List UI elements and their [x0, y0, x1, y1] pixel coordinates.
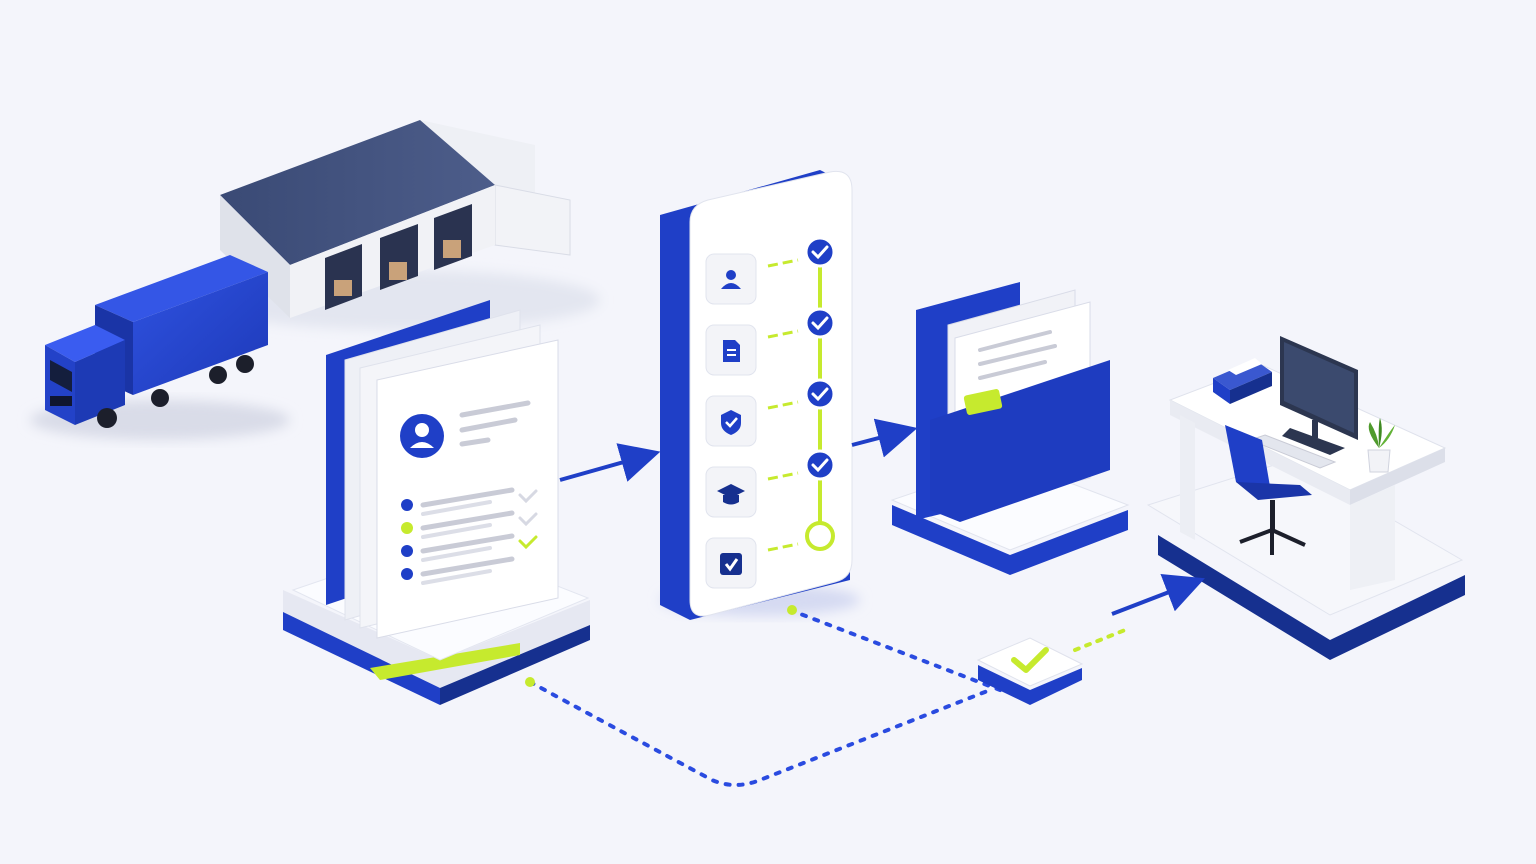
flow-arrow	[851, 418, 918, 458]
shield-check-icon	[721, 410, 741, 435]
plant-icon	[1367, 418, 1395, 473]
avatar-icon	[400, 414, 444, 458]
flow-arrow	[559, 443, 661, 482]
application-row	[401, 487, 538, 516]
warehouse-icon	[200, 120, 600, 330]
dashed-connector	[525, 573, 1205, 787]
checkbox-icon	[720, 553, 742, 575]
check-circle-icon	[804, 236, 836, 268]
bullet-icon	[401, 568, 413, 580]
checklist-connector	[767, 400, 799, 410]
check-circle-icon	[804, 378, 836, 410]
checklist-panel	[689, 170, 853, 617]
checklist-item	[705, 449, 836, 518]
onboarding-stage	[1146, 336, 1465, 660]
checklist-item	[705, 307, 836, 376]
checklist-item	[705, 378, 836, 447]
application-checklist	[401, 487, 538, 585]
filing-stage	[890, 282, 1130, 575]
bullet-icon	[401, 522, 413, 534]
check-mark-icon	[518, 535, 538, 550]
application-stage	[283, 300, 590, 705]
person-icon	[721, 270, 741, 289]
approval-check-icon	[976, 637, 1084, 705]
truck-icon	[30, 255, 290, 440]
check-mark-icon	[518, 489, 538, 504]
office-chair-icon	[1225, 425, 1312, 555]
bullet-icon	[401, 499, 413, 511]
document-icon	[723, 340, 740, 362]
application-row	[401, 533, 538, 562]
bullet-icon	[401, 545, 413, 557]
printer-icon	[1213, 358, 1272, 404]
checklist-connector	[767, 329, 799, 339]
graduation-cap-icon	[717, 484, 745, 505]
checklist-connector	[767, 258, 799, 268]
checklist-item	[705, 236, 836, 305]
monitor-icon	[1280, 336, 1358, 455]
check-circle-icon	[804, 307, 836, 339]
application-row	[401, 556, 515, 585]
folder-tab	[963, 389, 1003, 415]
application-document	[376, 339, 559, 639]
checklist-connector	[767, 542, 799, 552]
check-mark-icon	[518, 512, 538, 527]
pending-circle-icon	[805, 521, 835, 551]
checklist-item	[705, 521, 835, 589]
checklist-connector	[767, 471, 799, 481]
application-row	[401, 510, 538, 539]
folder-icon	[916, 282, 1110, 522]
check-circle-icon	[804, 449, 836, 481]
desk-platform	[1146, 459, 1465, 660]
verification-stage	[660, 170, 860, 620]
loading-dock	[325, 204, 472, 310]
desk-workstation-icon	[1168, 336, 1447, 590]
